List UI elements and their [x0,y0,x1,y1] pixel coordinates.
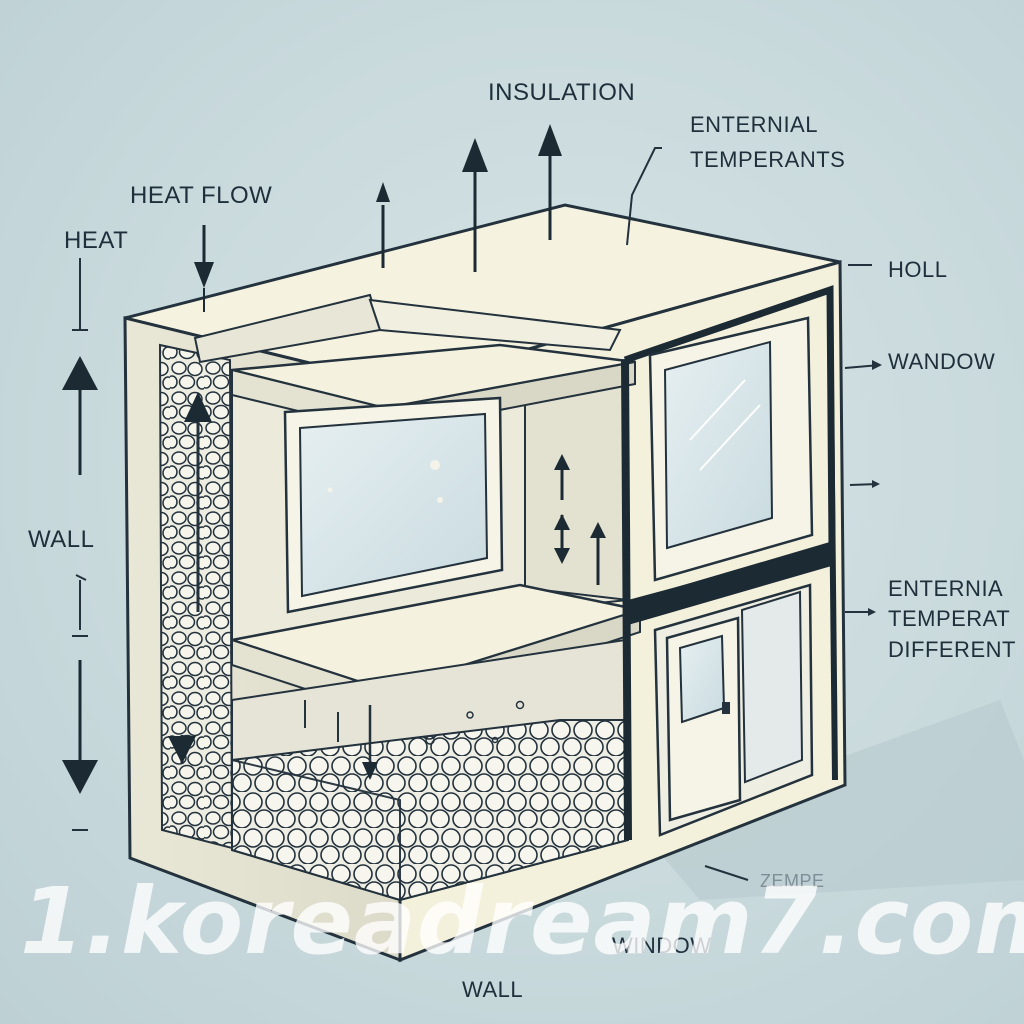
right-upper-window-glass [663,340,774,550]
label-wall-left: WALL [28,526,95,553]
label-insulation: INSULATION [488,79,636,106]
label-external-temperatures-1: ENTERNIAL [690,112,818,137]
upper-window-glass [298,412,489,598]
label-heat: HEAT [64,227,129,254]
label-temperature-difference-3: DIFFERENT [888,637,1016,662]
label-window-bottom: WINDOW [612,933,712,958]
label-wall-bottom: WALL [462,977,524,1002]
label-holl: HOLL [888,257,948,282]
label-temperature-difference-1: ENTERNIA [888,576,1004,601]
label-heat-flow: HEAT FLOW [130,182,273,209]
label-zempe: ZEMPE [760,871,825,891]
up-arrow-icon [62,356,98,475]
label-external-temperatures-2: TEMPERANTS [690,147,846,172]
watermark: 1.koreadream7.com [20,868,1024,975]
down-arrow-icon [62,660,98,794]
label-temperature-difference-2: TEMPERAT [888,606,1011,631]
label-wandow: WANDOW [888,349,996,374]
